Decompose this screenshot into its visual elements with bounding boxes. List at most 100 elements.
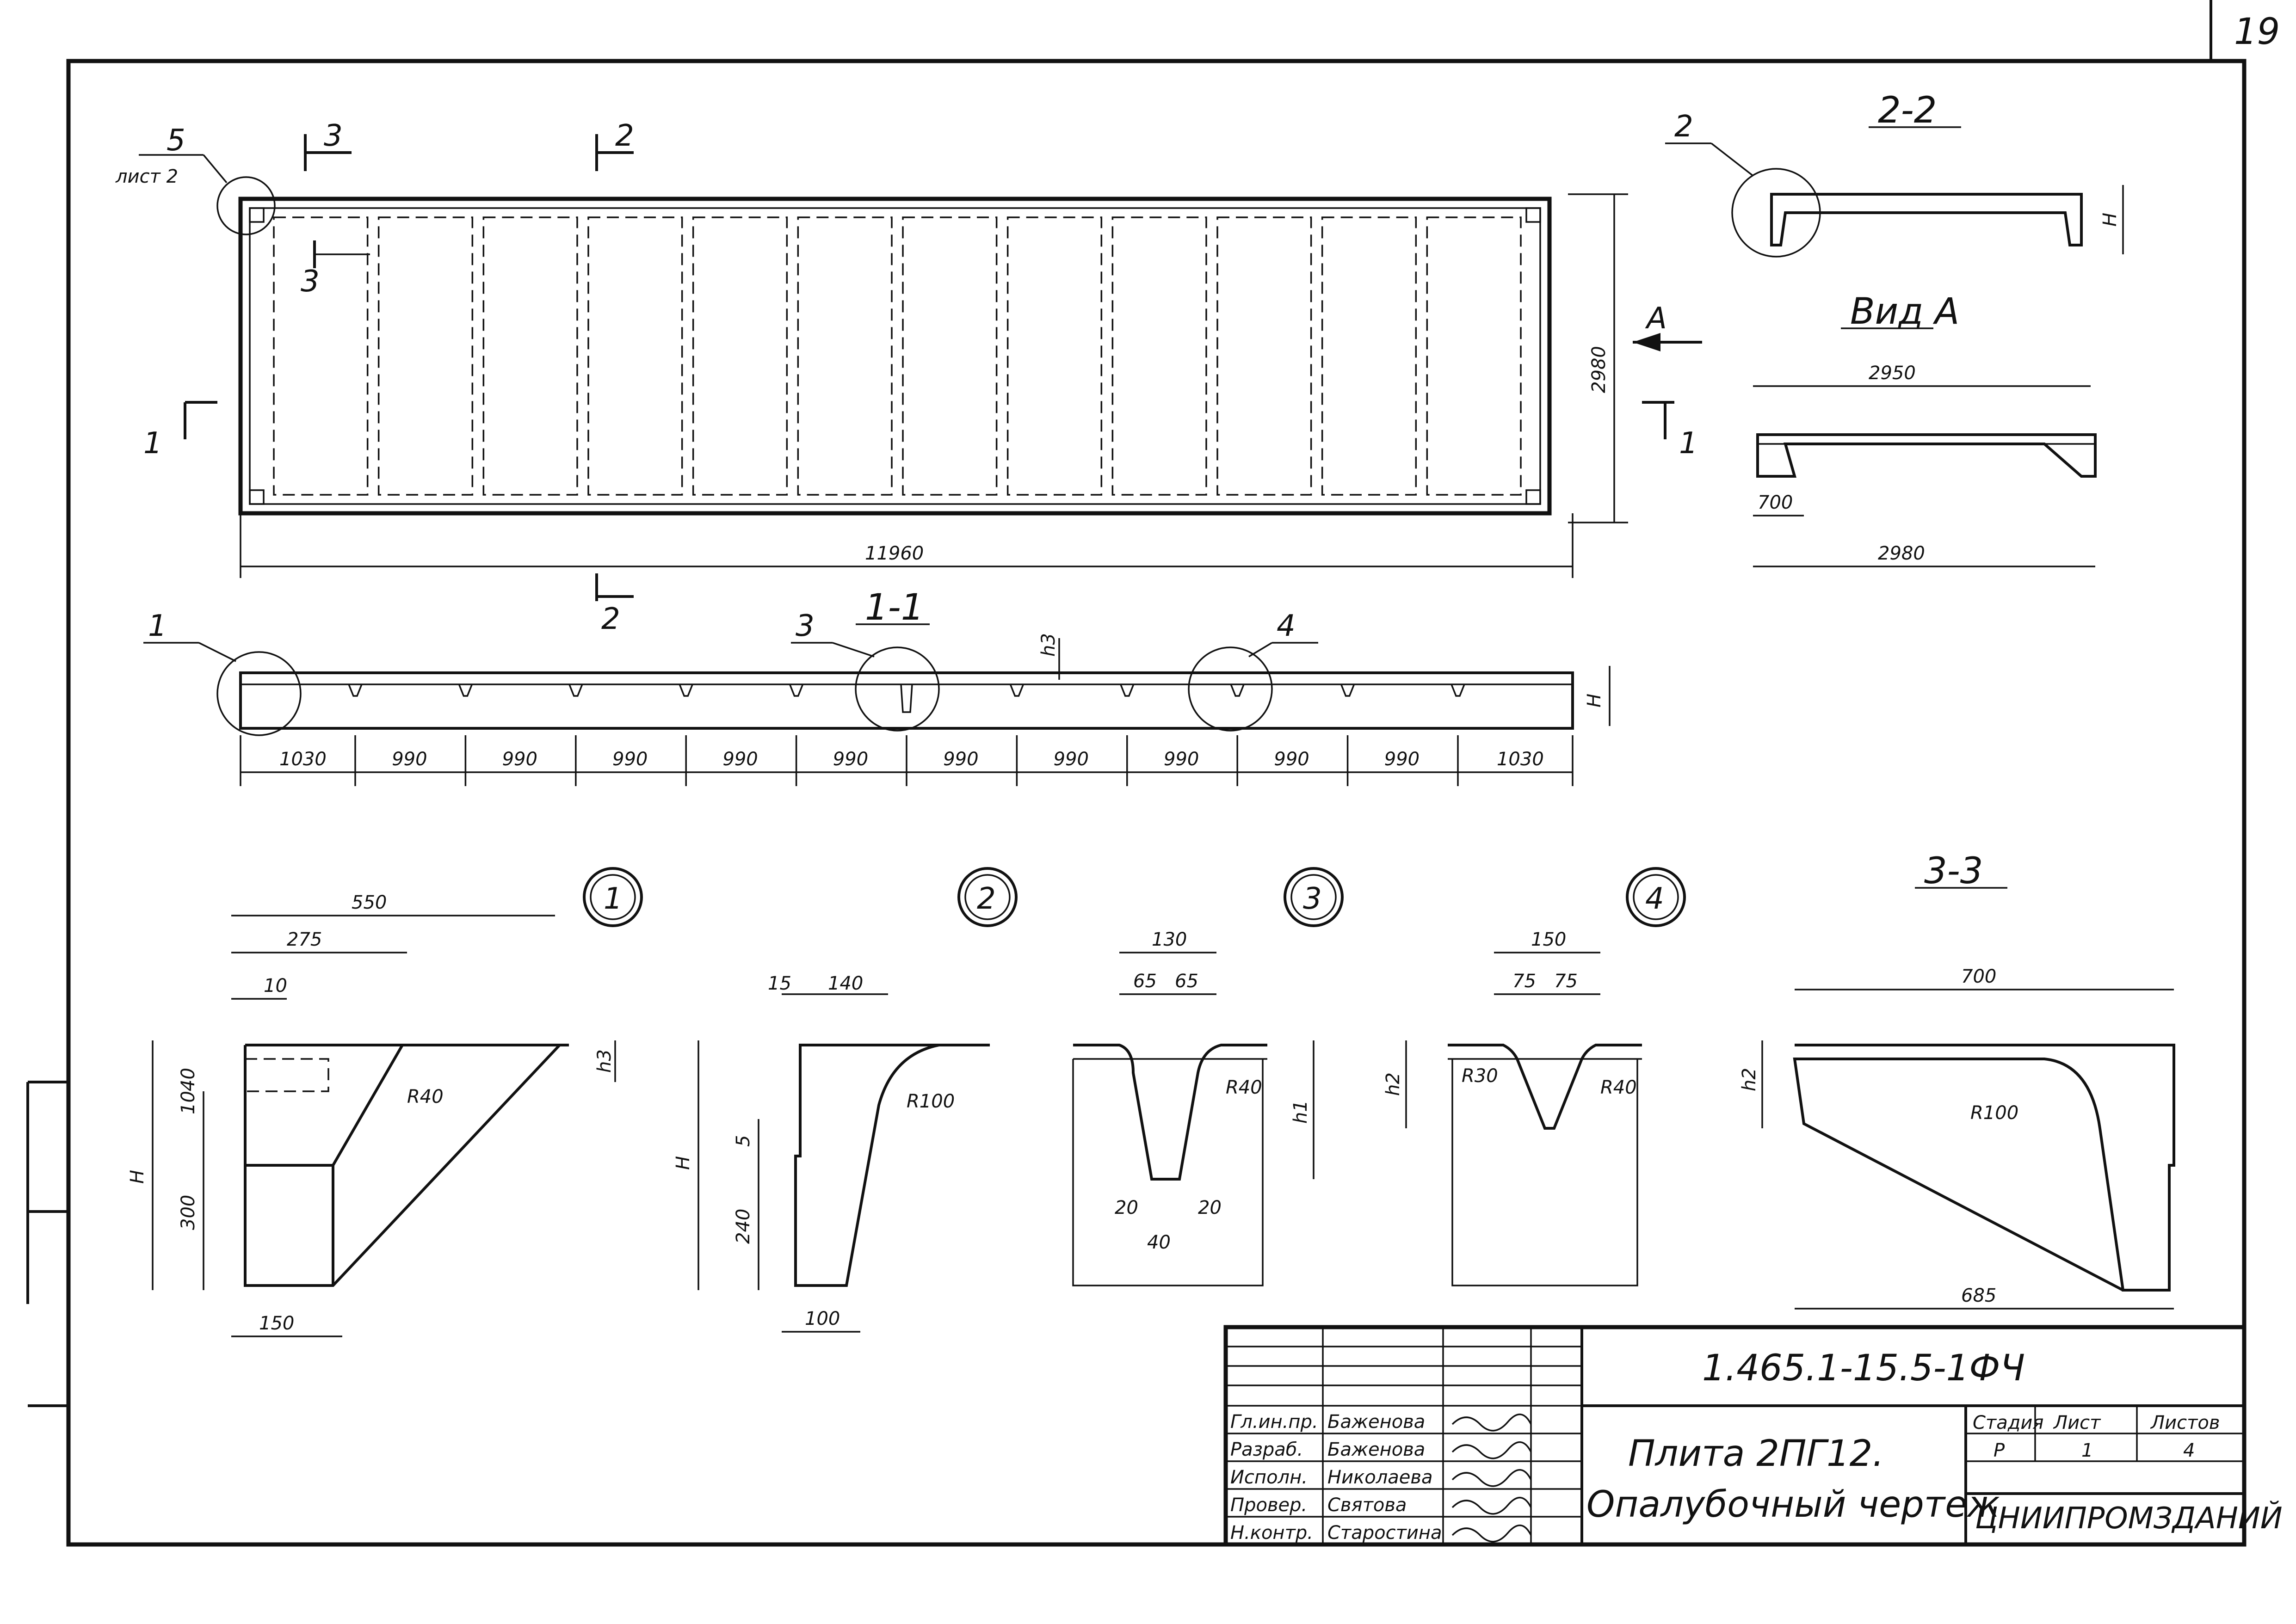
svg-text:65: 65 (1133, 971, 1157, 992)
view-a-arrow: А (1633, 301, 1702, 351)
detail-2: 2 15 140 R100 H 5 240 100 (673, 867, 1018, 1333)
svg-text:1: 1 (1679, 426, 1698, 461)
section-mark-2-top: 2 (595, 119, 634, 171)
span-dimension-label: 990 (943, 749, 978, 770)
svg-text:15: 15 (768, 973, 791, 994)
rib-profile (348, 684, 363, 697)
callout-circle-2 (1731, 168, 1821, 258)
svg-text:h2: h2 (1739, 1068, 1760, 1091)
signature (1451, 1469, 1532, 1487)
svg-text:700: 700 (1961, 966, 1996, 987)
svg-text:700: 700 (1758, 492, 1793, 513)
span-dimension-label: 1030 (1497, 749, 1544, 770)
span-dimension-label: 990 (833, 749, 868, 770)
svg-text:20: 20 (1115, 1197, 1138, 1218)
span-dimension-label: 990 (1274, 749, 1309, 770)
svg-text:2950: 2950 (1869, 363, 1916, 384)
staff-role: Гл.ин.пр. (1230, 1411, 1318, 1433)
svg-text:1: 1 (148, 609, 167, 643)
span-dimension-label: 990 (1164, 749, 1199, 770)
svg-text:R40: R40 (1600, 1077, 1637, 1098)
detail-1-marker (583, 867, 643, 927)
svg-text:2980: 2980 (1588, 346, 1610, 393)
rib-profile (1120, 684, 1135, 697)
view-a: Вид А 2950 2980 700 (1753, 291, 2097, 567)
svg-text:100: 100 (805, 1308, 840, 1329)
svg-text:140: 140 (828, 973, 863, 994)
signature (1451, 1496, 1532, 1515)
section-mark-3-top: 3 (304, 119, 352, 171)
span-dimension-label: 990 (392, 749, 427, 770)
svg-text:240: 240 (733, 1209, 754, 1244)
svg-text:2-2: 2-2 (1878, 90, 1937, 131)
span-dimension-label: 1030 (279, 749, 327, 770)
svg-text:4: 4 (1645, 882, 1664, 916)
section-3-3-outline (1793, 1044, 2175, 1292)
svg-text:h3: h3 (594, 1049, 615, 1073)
section-mark-1-left: 1 (143, 401, 217, 461)
svg-text:275: 275 (287, 929, 322, 950)
svg-text:h1: h1 (1290, 1100, 1311, 1124)
svg-text:685: 685 (1961, 1285, 1996, 1306)
svg-text:11960: 11960 (865, 543, 924, 564)
svg-text:R100: R100 (1970, 1102, 2018, 1124)
plan-view: 5 лист 2 1 1 2 2 3 (115, 119, 1702, 636)
callout-5-number: 5 (167, 123, 185, 158)
detail-3-marker (1284, 867, 1344, 927)
span-dimension-label: 990 (1384, 749, 1420, 770)
section-2-2-outline (1770, 193, 2083, 246)
svg-text:3: 3 (796, 609, 815, 643)
title-block: 1.465.1-15.5-1ФЧ Плита 2ПГ12. Опалубочны… (1223, 1325, 2283, 1547)
svg-text:4: 4 (2183, 1440, 2195, 1461)
rib-profile (1340, 684, 1355, 697)
signature (1451, 1524, 1532, 1543)
plan-outline (238, 197, 1552, 516)
detail-1-outline (244, 1044, 569, 1287)
drawing-type: Опалубочный чертеж (1586, 1484, 2000, 1526)
detail-1: 1 550 275 10 R40 H 40 10 300 150 h3 (127, 867, 643, 1337)
span-dimension-label: 990 (502, 749, 537, 770)
view-a-outline (1756, 433, 2097, 478)
corner-insert (249, 207, 265, 223)
svg-text:H: H (127, 1170, 148, 1184)
staff-name: Баженова (1327, 1411, 1425, 1433)
corner-insert (1525, 489, 1541, 505)
detail-3: 3 130 65 65 R40 20 20 40 h1 (1072, 867, 1344, 1286)
svg-text:H: H (2099, 213, 2121, 227)
span-dimension-label: 990 (612, 749, 648, 770)
section-1-1-span-dimensions: 1030 990 990 990 990 990 990 990 990 990 990 1030 (240, 683, 1574, 786)
svg-text:2: 2 (977, 882, 996, 916)
svg-text:А: А (1645, 301, 1667, 336)
span-dimension-label: 990 (1054, 749, 1089, 770)
svg-text:75: 75 (1554, 971, 1578, 992)
plan-panel (587, 216, 683, 496)
svg-text:R40: R40 (407, 1086, 444, 1107)
span-dimension-label: 990 (722, 749, 758, 770)
binding-marks (26, 1081, 68, 1407)
detail-2-marker (957, 867, 1018, 927)
svg-text:Листов: Листов (2150, 1412, 2220, 1433)
svg-text:40: 40 (1147, 1232, 1171, 1253)
plan-panel (1426, 216, 1522, 496)
svg-text:R30: R30 (1462, 1065, 1498, 1087)
plan-panel (1321, 216, 1417, 496)
plan-inner-edge (249, 207, 1541, 505)
svg-text:1: 1 (143, 426, 162, 461)
svg-text:2: 2 (1674, 110, 1693, 144)
svg-text:R40: R40 (1226, 1077, 1262, 1098)
callout-5-sheet-ref: лист 2 (115, 166, 178, 187)
plan-panel (797, 216, 893, 496)
section-1-1-title: 1-1 (865, 587, 924, 628)
detail-3-outline (1073, 1044, 1267, 1181)
staff-name: Баженова (1327, 1439, 1425, 1460)
plan-panel (692, 216, 788, 496)
staff-role: Н.контр. (1230, 1522, 1313, 1544)
plan-panel (273, 216, 369, 496)
signature (1451, 1413, 1532, 1432)
svg-text:130: 130 (1152, 929, 1187, 950)
rib-profile (900, 684, 913, 713)
svg-text:10: 10 (178, 1091, 199, 1114)
rib-profile (568, 684, 583, 697)
